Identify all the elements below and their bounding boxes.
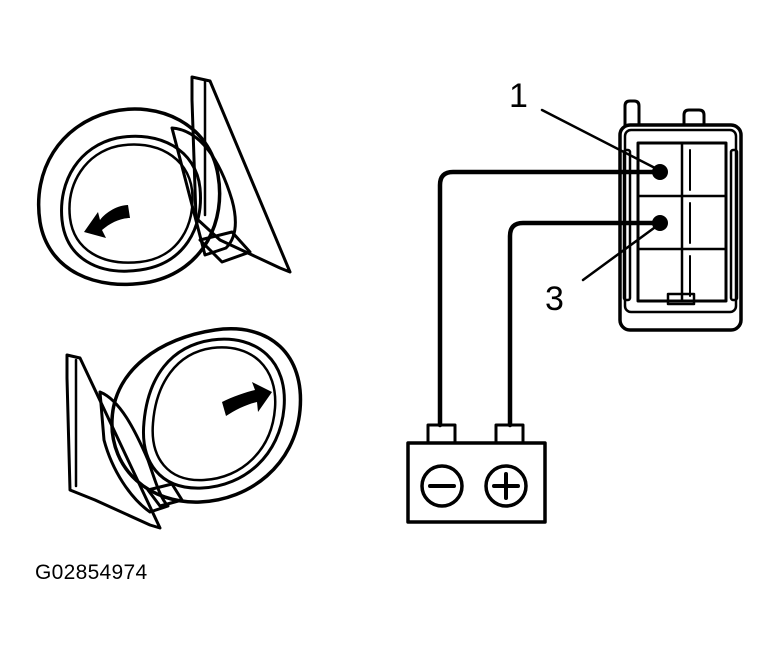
connector-housing bbox=[618, 123, 743, 332]
upper-mirror-mount bbox=[190, 75, 292, 274]
mirror-connector bbox=[618, 99, 743, 332]
wires bbox=[437, 169, 663, 428]
upper-mirror-housing bbox=[37, 107, 222, 287]
upper-side-mirror bbox=[37, 75, 292, 287]
upper-mirror-glass-rim bbox=[60, 134, 202, 273]
battery bbox=[406, 423, 547, 524]
lower-mirror-arm bbox=[98, 390, 170, 514]
lower-mirror-glass bbox=[151, 346, 277, 482]
callout-label-1: 1 bbox=[509, 77, 528, 115]
connector-terminal-3 bbox=[652, 215, 668, 231]
lower-side-mirror bbox=[65, 327, 303, 530]
minus-sign-icon bbox=[420, 464, 464, 508]
battery-case bbox=[406, 441, 547, 524]
battery-terminal-negative bbox=[426, 423, 457, 445]
lower-mirror-glass-rim bbox=[142, 337, 286, 490]
upper-mirror-arm bbox=[170, 126, 237, 257]
wire-negative bbox=[437, 169, 663, 428]
wire-positive bbox=[507, 220, 663, 428]
left-arrow-icon bbox=[84, 205, 130, 238]
leader-line-3 bbox=[581, 226, 656, 282]
lower-mirror-housing bbox=[110, 327, 303, 504]
lower-mirror-mount bbox=[65, 353, 162, 530]
leader-line-1 bbox=[540, 108, 657, 170]
figure-code: G02854974 bbox=[35, 561, 148, 584]
plus-sign-icon bbox=[484, 464, 528, 508]
callout-label-3: 3 bbox=[545, 280, 564, 318]
battery-terminal-positive bbox=[494, 423, 525, 445]
right-arrow-icon bbox=[222, 382, 272, 416]
upper-mirror-glass bbox=[68, 143, 194, 264]
